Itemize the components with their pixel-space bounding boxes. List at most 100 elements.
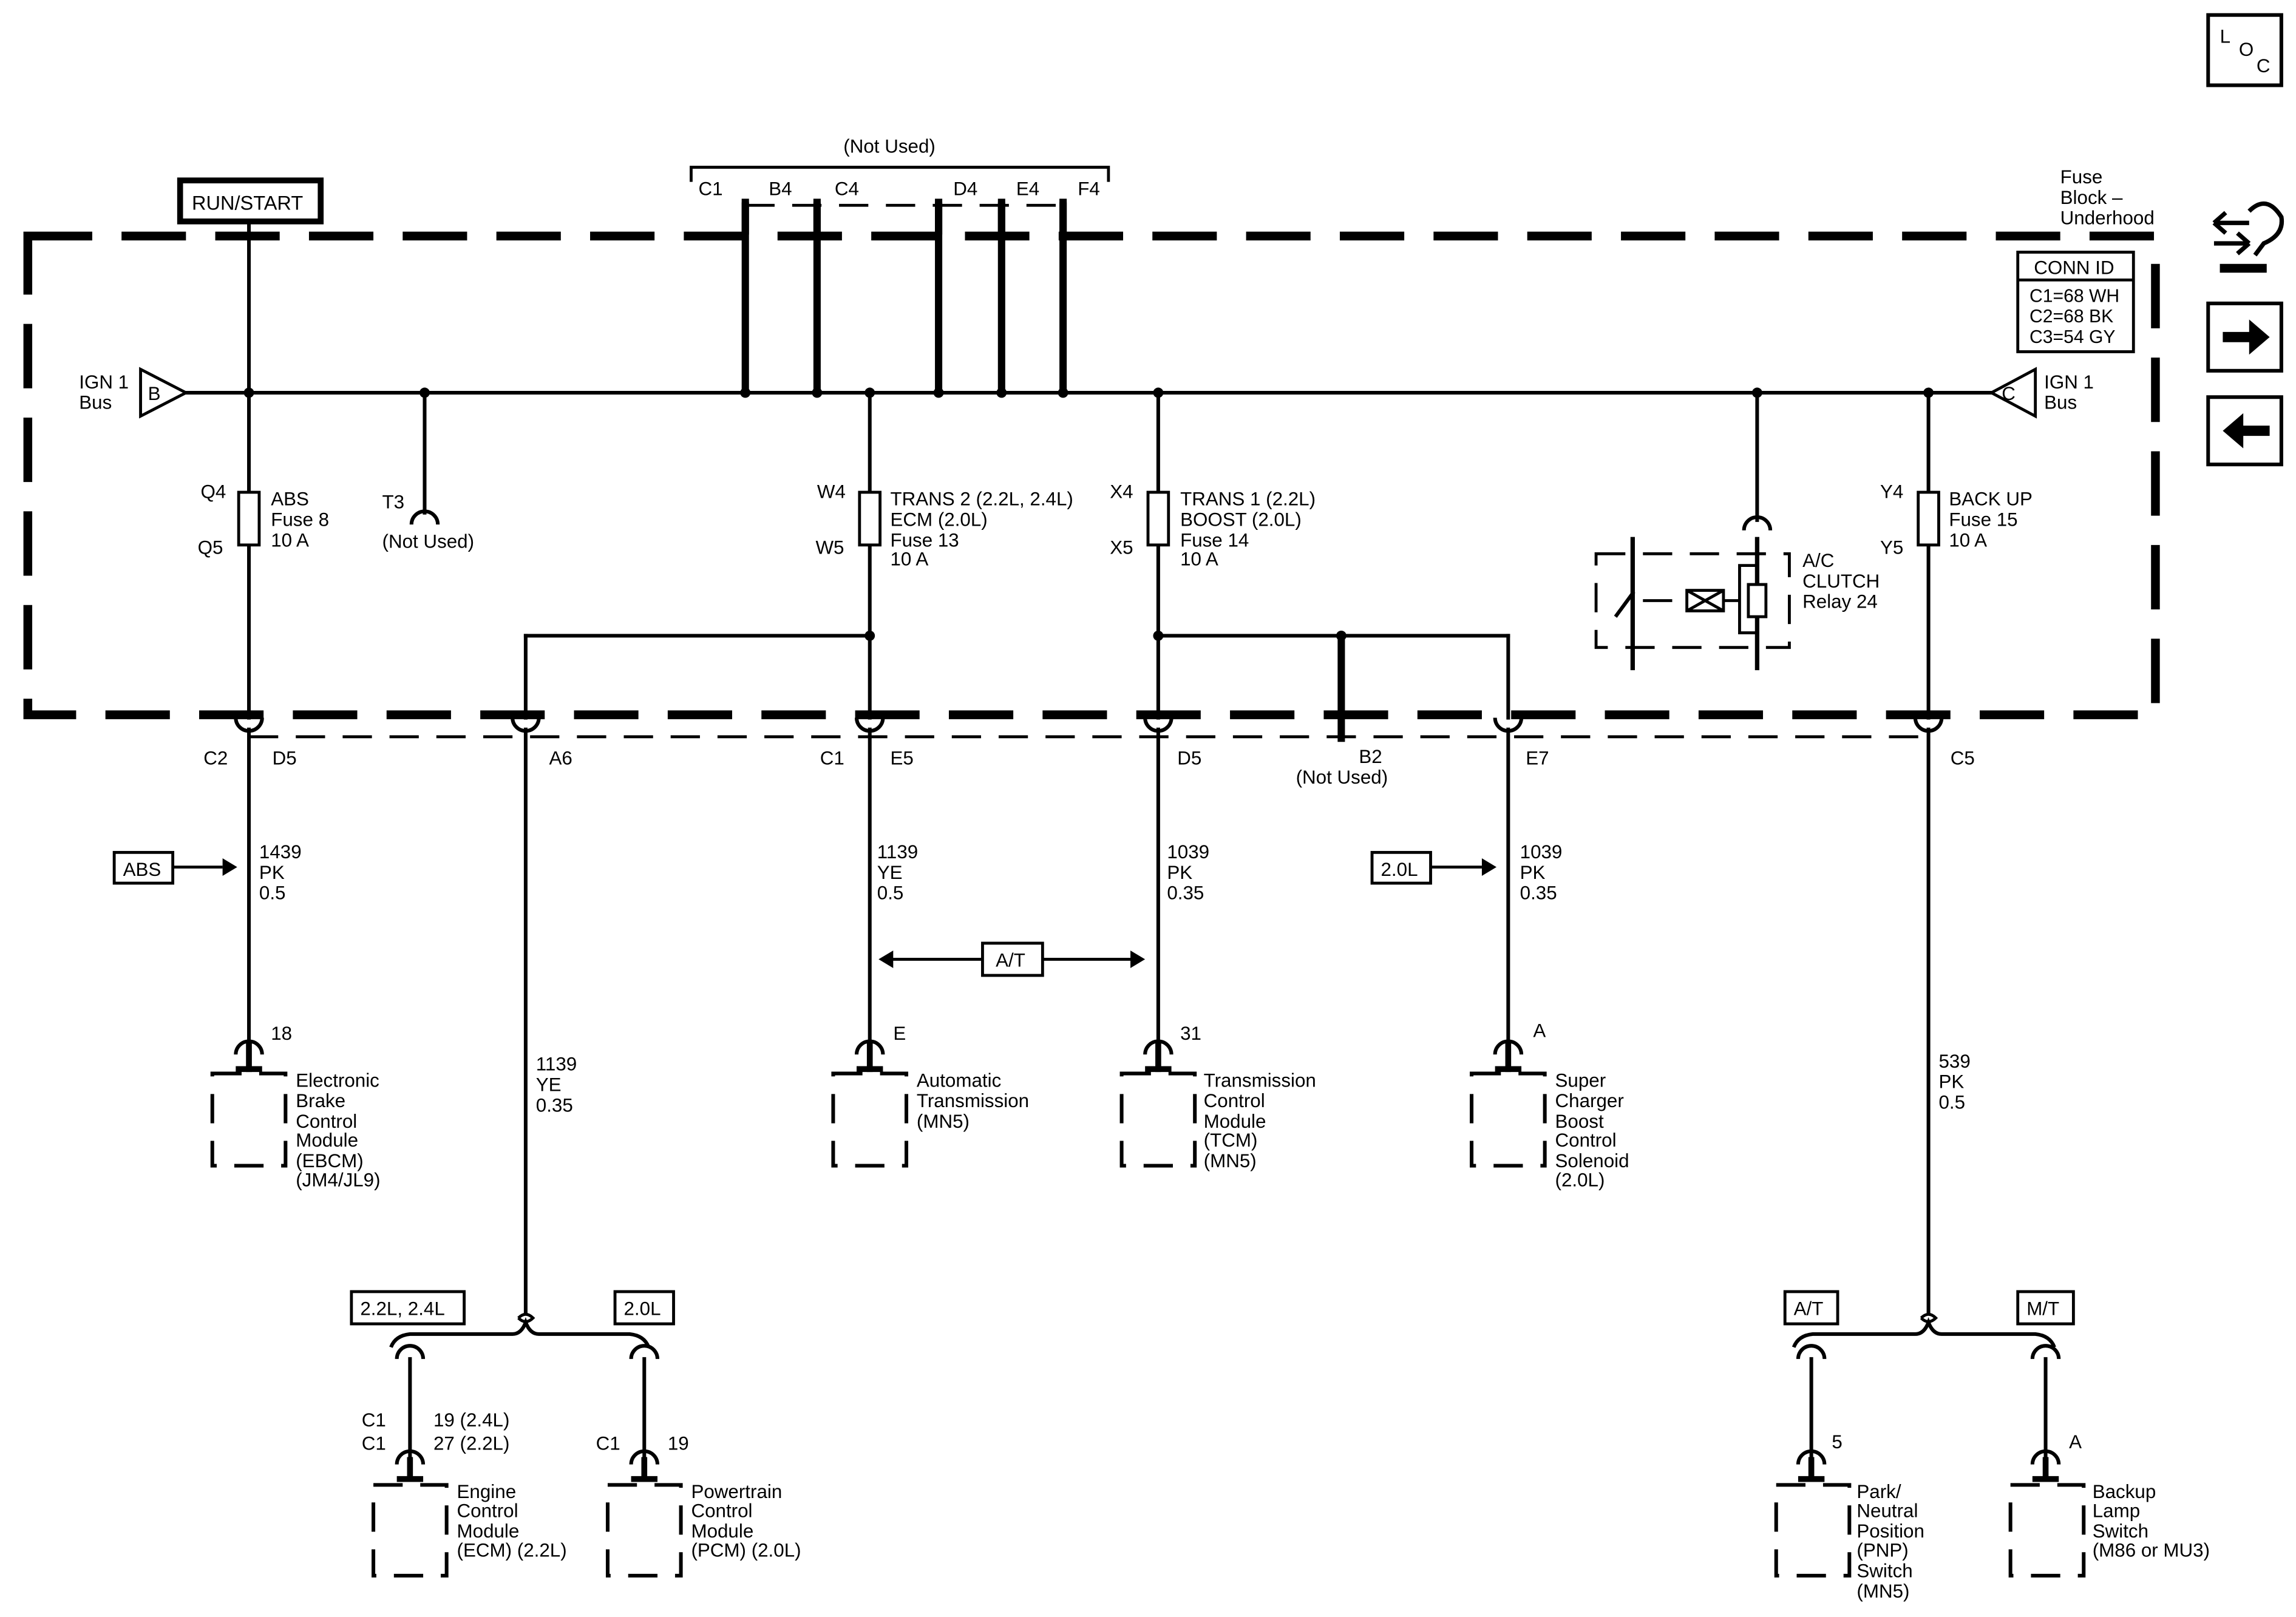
wire-539: 539 PK 0.5: [1938, 1051, 1970, 1113]
top-pin-e4: E4: [1016, 178, 1039, 199]
svg-text:1039: 1039: [1167, 841, 1209, 863]
svg-text:Charger: Charger: [1555, 1090, 1624, 1111]
wire-1139-ye-05: 1139 YE 0.5: [877, 841, 918, 904]
at-double-arrow-tag: A/T: [878, 941, 1146, 977]
wire-1439: 1439 PK 0.5: [259, 841, 302, 904]
conn-id-table: CONN ID C1=68 WH C2=68 BK C3=54 GY: [2016, 251, 2135, 353]
svg-text:Position: Position: [1856, 1520, 1924, 1542]
svg-text:Bus: Bus: [2044, 392, 2077, 413]
previous-page-arrow-icon[interactable]: [2206, 395, 2283, 467]
fuse-block-outline: [23, 231, 2160, 719]
svg-text:Boost: Boost: [1555, 1111, 1604, 1132]
svg-text:19: 19: [668, 1432, 689, 1454]
svg-text:C1: C1: [362, 1409, 386, 1431]
next-page-arrow-icon[interactable]: [2206, 301, 2283, 373]
svg-text:ABS: ABS: [271, 489, 309, 510]
ebcm-component: 18 Electronic Brake Control Module (EBCM…: [210, 1023, 381, 1190]
svg-text:C: C: [2002, 383, 2016, 404]
svg-text:Y4: Y4: [1880, 481, 1903, 503]
svg-text:(Not Used): (Not Used): [1296, 767, 1388, 788]
svg-text:Switch: Switch: [1856, 1560, 1912, 1581]
svg-text:19 (2.4L): 19 (2.4L): [433, 1409, 509, 1431]
ecm-component: C1 C1 19 (2.4L) 27 (2.2L) Engine Control…: [362, 1409, 567, 1578]
svg-text:539: 539: [1938, 1051, 1970, 1072]
svg-text:10 A: 10 A: [1180, 549, 1218, 570]
wire-1039-boost: 1039 PK 0.35: [1520, 841, 1563, 904]
backup-lamp-switch-component: A Backup Lamp Switch (M86 or MU3): [2008, 1431, 2210, 1578]
svg-text:TRANS 2 (2.2L, 2.4L): TRANS 2 (2.2L, 2.4L): [890, 489, 1073, 510]
svg-text:(PNP): (PNP): [1856, 1540, 1908, 1561]
fuse-8: Q4 Q5 ABS Fuse 8 10 A: [198, 390, 329, 720]
svg-text:Control: Control: [296, 1111, 357, 1132]
service-info-icon[interactable]: [2212, 201, 2284, 273]
svg-text:0.5: 0.5: [1938, 1091, 1965, 1113]
tcm-component: 31 Transmission Control Module (TCM) (MN…: [1119, 1023, 1316, 1171]
svg-text:C2=68 BK: C2=68 BK: [2029, 307, 2113, 327]
svg-text:Block –: Block –: [2060, 187, 2123, 208]
svg-text:A6: A6: [549, 748, 572, 769]
wire-1139-ye-035: 1139 YE 0.35: [536, 1054, 577, 1116]
tag-at-bottom: A/T: [1783, 1290, 1839, 1326]
ac-clutch-relay: A/C CLUTCH Relay 24: [1594, 390, 1880, 671]
svg-text:Powertrain: Powertrain: [691, 1481, 782, 1502]
svg-text:C: C: [2257, 55, 2271, 76]
pnp-switch-component: 5 Park/ Neutral Position (PNP) Switch (M…: [1774, 1431, 1924, 1602]
svg-text:C2: C2: [203, 748, 228, 769]
svg-text:Fuse: Fuse: [2060, 166, 2103, 188]
svg-text:(2.0L): (2.0L): [1555, 1169, 1605, 1190]
ign1-bus-right: C IGN 1 Bus: [1988, 367, 2094, 419]
svg-text:Control: Control: [1204, 1090, 1265, 1111]
svg-text:BOOST (2.0L): BOOST (2.0L): [1180, 509, 1302, 530]
svg-text:Fuse 13: Fuse 13: [890, 529, 959, 551]
svg-text:Q4: Q4: [200, 481, 226, 503]
svg-text:31: 31: [1180, 1023, 1201, 1044]
svg-text:PK: PK: [259, 862, 285, 883]
svg-text:5: 5: [1832, 1431, 1842, 1453]
svg-text:Super: Super: [1555, 1070, 1606, 1091]
svg-text:1139: 1139: [877, 841, 918, 863]
svg-text:Park/: Park/: [1856, 1481, 1901, 1502]
svg-text:M/T: M/T: [2026, 1298, 2059, 1320]
svg-text:Control: Control: [457, 1500, 518, 1521]
svg-text:BACK UP: BACK UP: [1949, 489, 2033, 510]
svg-text:YE: YE: [536, 1074, 562, 1096]
svg-text:Electronic: Electronic: [296, 1070, 379, 1091]
pcm-component: C1 19 Powertrain Control Module (PCM) (2…: [596, 1432, 801, 1578]
svg-text:0.5: 0.5: [259, 883, 286, 904]
svg-text:PK: PK: [1520, 862, 1546, 883]
svg-text:(TCM): (TCM): [1204, 1130, 1258, 1151]
svg-text:A/T: A/T: [1794, 1298, 1824, 1320]
svg-text:PK: PK: [1938, 1071, 1964, 1093]
loc-icon[interactable]: L O C: [2206, 13, 2283, 87]
svg-text:(MN5): (MN5): [1856, 1581, 1909, 1602]
top-pin-c1: C1: [699, 178, 723, 199]
svg-text:Neutral: Neutral: [1856, 1500, 1918, 1521]
fuse-14: X4 X5 TRANS 1 (2.2L) BOOST (2.0L) Fuse 1…: [1110, 390, 1316, 720]
svg-text:Module: Module: [296, 1130, 358, 1151]
svg-text:L: L: [2220, 26, 2230, 47]
svg-text:(PCM) (2.0L): (PCM) (2.0L): [691, 1540, 801, 1561]
svg-text:A: A: [2069, 1431, 2082, 1453]
svg-text:Switch: Switch: [2093, 1520, 2148, 1542]
fuse-13: W4 W5 TRANS 2 (2.2L, 2.4L) ECM (2.0L) Fu…: [815, 390, 1073, 720]
svg-text:X5: X5: [1110, 537, 1133, 558]
svg-text:Engine: Engine: [457, 1481, 517, 1502]
svg-text:Brake: Brake: [296, 1090, 345, 1111]
svg-text:E5: E5: [890, 748, 913, 769]
svg-text:(M86 or MU3): (M86 or MU3): [2093, 1540, 2210, 1561]
top-pin-wires: [741, 198, 1067, 397]
svg-text:PK: PK: [1167, 862, 1192, 883]
svg-text:CONN ID: CONN ID: [2034, 257, 2114, 279]
svg-text:A/T: A/T: [996, 949, 1025, 971]
svg-text:B2: B2: [1359, 746, 1382, 767]
svg-text:2.2L, 2.4L: 2.2L, 2.4L: [360, 1298, 444, 1320]
svg-text:27 (2.2L): 27 (2.2L): [433, 1432, 509, 1454]
svg-text:10 A: 10 A: [271, 529, 309, 551]
svg-text:W4: W4: [817, 481, 846, 503]
svg-text:Bus: Bus: [79, 392, 112, 413]
svg-text:C3=54 GY: C3=54 GY: [2029, 327, 2116, 347]
svg-text:IGN 1: IGN 1: [2044, 371, 2094, 393]
svg-text:18: 18: [271, 1023, 292, 1044]
svg-text:2.0L: 2.0L: [624, 1298, 661, 1320]
